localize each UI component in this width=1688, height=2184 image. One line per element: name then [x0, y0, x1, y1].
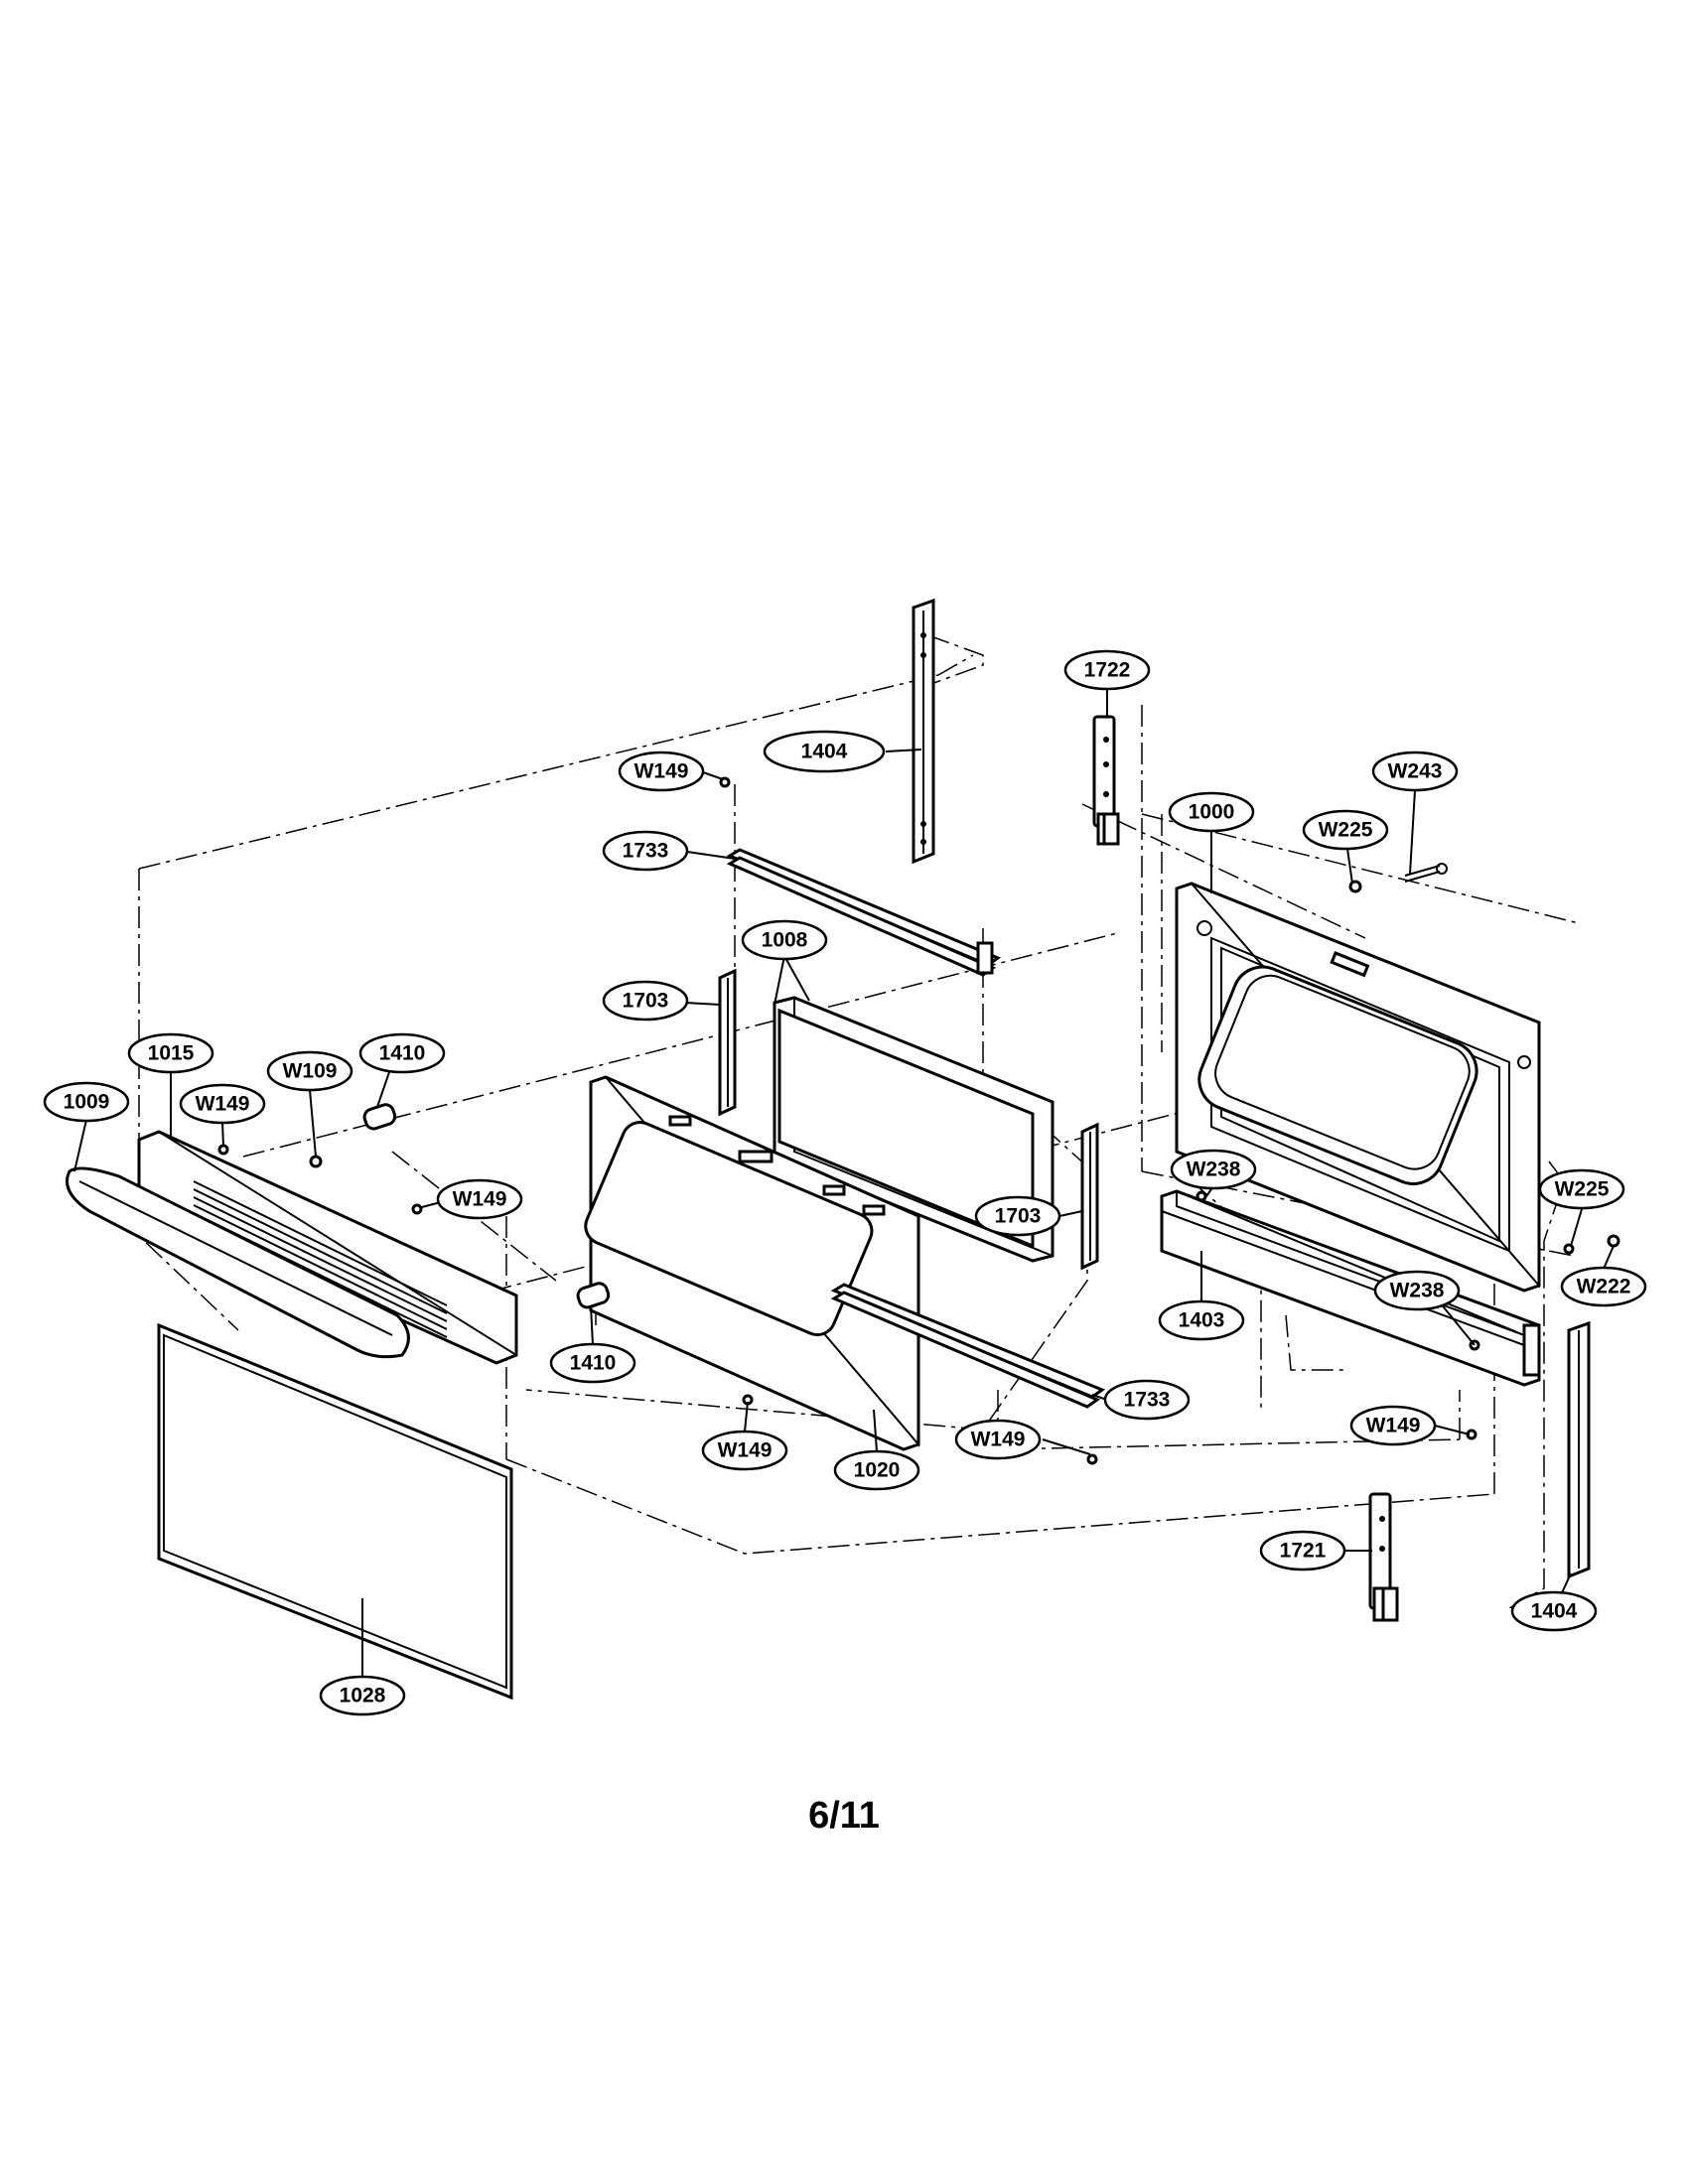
callout-1410-bottom: 1410 [549, 1342, 636, 1384]
leader-lines [73, 688, 1615, 1678]
callout-label: W238 [1187, 1159, 1241, 1181]
callout-1410-top: 1410 [358, 1032, 446, 1074]
callout-label: 1015 [148, 1042, 195, 1065]
callout-label: W149 [718, 1439, 773, 1462]
part-1733-bottom-channel [830, 1283, 1106, 1409]
callout-1020: 1020 [833, 1449, 920, 1491]
callout-w149-lower: W149 [954, 1419, 1042, 1460]
callout-1009: 1009 [43, 1081, 130, 1123]
callout-label: 1009 [64, 1091, 110, 1114]
callout-w243: W243 [1371, 751, 1459, 792]
callout-label: W149 [1366, 1415, 1421, 1437]
callout-w225-top: W225 [1302, 809, 1389, 851]
callout-1404-top: 1404 [763, 730, 886, 773]
fasteners-top-right [1348, 863, 1448, 893]
callout-label: W149 [453, 1188, 507, 1211]
callout-1703-right: 1703 [974, 1195, 1061, 1237]
callout-1015: 1015 [127, 1032, 214, 1074]
callout-label: 1733 [1124, 1389, 1171, 1412]
callout-1733-top: 1733 [602, 830, 689, 872]
callout-1733-bottom: 1733 [1103, 1379, 1191, 1421]
callout-label: 1721 [1280, 1540, 1327, 1563]
callout-1703-left: 1703 [602, 980, 689, 1022]
callout-label: 1008 [762, 929, 808, 952]
part-1721-hinge [1368, 1492, 1399, 1622]
callout-label: 1403 [1179, 1309, 1225, 1332]
callout-label: 1020 [854, 1459, 901, 1482]
part-1403-bracket [1160, 1189, 1541, 1387]
part-1028-outer-glass [157, 1322, 513, 1701]
callout-label: W243 [1388, 760, 1443, 783]
callout-label: W149 [196, 1093, 250, 1116]
callout-1721: 1721 [1259, 1530, 1346, 1571]
callout-label: 1703 [623, 990, 669, 1013]
callout-label: 1703 [995, 1205, 1042, 1228]
callout-1008: 1008 [741, 919, 828, 961]
callout-label: 1722 [1084, 659, 1131, 682]
callout-w149-right: W149 [1349, 1405, 1437, 1446]
callout-w225-right: W225 [1538, 1168, 1625, 1210]
callout-label: 1410 [379, 1042, 426, 1065]
part-1733-top-channel [726, 848, 1002, 977]
part-1020-inner-panel [584, 1075, 920, 1451]
callout-label: 1733 [623, 840, 669, 863]
callout-1403: 1403 [1158, 1299, 1245, 1341]
part-1722-hinge [1092, 715, 1120, 846]
callout-label: W222 [1577, 1276, 1631, 1298]
callout-w149-mid: W149 [436, 1178, 523, 1220]
callout-w238-top: W238 [1170, 1149, 1257, 1190]
callout-1000: 1000 [1168, 791, 1255, 833]
callout-label: 1028 [340, 1685, 386, 1707]
callout-1722: 1722 [1063, 649, 1151, 691]
callout-w238-right: W238 [1373, 1270, 1461, 1311]
callout-w109: W109 [266, 1050, 353, 1092]
callout-label: 1404 [801, 741, 848, 763]
callout-label: 1404 [1531, 1600, 1578, 1623]
callout-1404-bottom: 1404 [1510, 1590, 1598, 1632]
callout-label: W225 [1319, 819, 1373, 842]
part-1009-handle [66, 1166, 410, 1359]
callout-w149-left: W149 [179, 1083, 266, 1125]
part-1703-right-channel [1080, 1122, 1099, 1271]
callout-label: W149 [971, 1429, 1026, 1451]
callout-label: W238 [1390, 1280, 1445, 1302]
page-number: 6/11 [808, 1795, 880, 1837]
callout-1028: 1028 [319, 1675, 406, 1716]
callout-label: W149 [634, 760, 689, 783]
callout-label: 1410 [570, 1352, 617, 1375]
part-1404-top-rail [912, 598, 935, 865]
callout-w149-bottom: W149 [701, 1430, 788, 1471]
part-1703-left-channel [718, 968, 737, 1117]
screws [217, 776, 1620, 1465]
callout-w149-top: W149 [618, 751, 705, 792]
callout-label: W109 [283, 1060, 338, 1083]
part-1410-spacers [362, 1103, 611, 1309]
part-1404-bottom-rail [1567, 1320, 1591, 1579]
part-1000-door-frame [1175, 882, 1541, 1293]
callout-label: 1000 [1189, 801, 1235, 824]
callout-w222: W222 [1560, 1266, 1647, 1307]
callout-label: W225 [1555, 1178, 1610, 1201]
